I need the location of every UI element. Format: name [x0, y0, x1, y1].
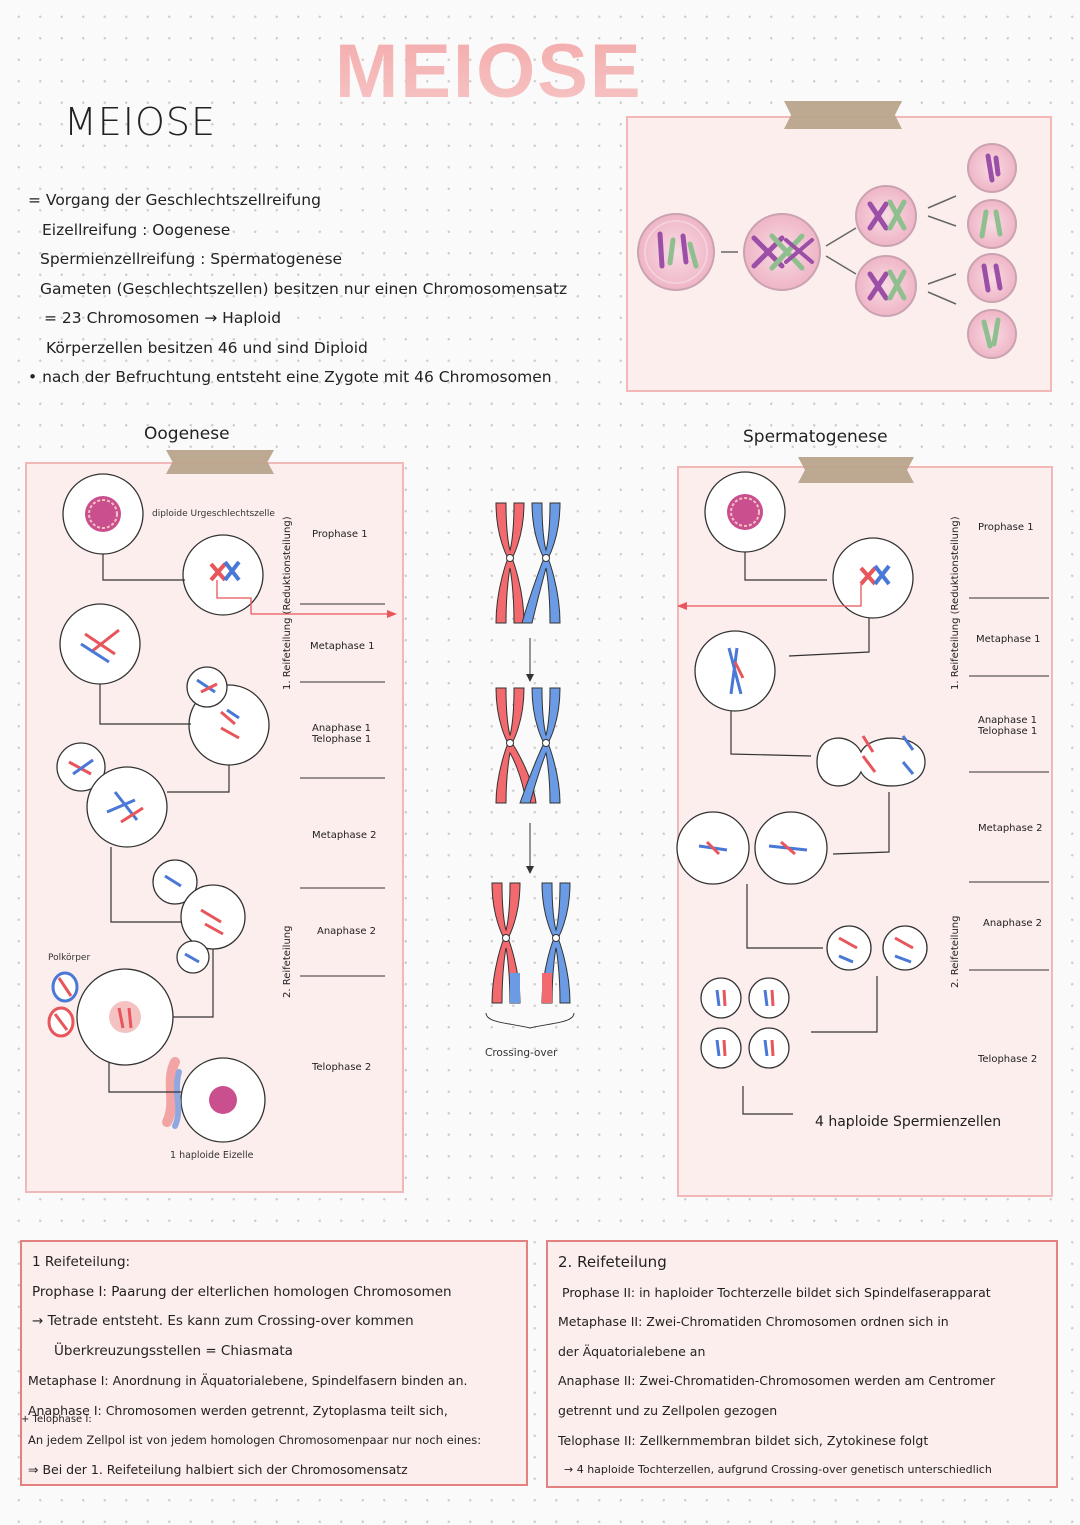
intro-line: Eizellreifung : Oogenese — [42, 220, 231, 239]
chromosome-pair-2 — [495, 687, 561, 804]
crossing-over-label: Crossing-over — [485, 1047, 558, 1059]
meiosis-overview-illustration — [637, 143, 1017, 359]
washi-tape — [784, 101, 902, 129]
polkoerper-label: Polkörper — [48, 953, 91, 963]
summary-line: ⇒ Bei der 1. Reifeteilung halbiert sich … — [28, 1462, 408, 1478]
division1-label: 1. Reifeteilung (Reduktionsteilung) — [950, 516, 961, 690]
summary-line: 2. Reifeteilung — [558, 1253, 667, 1271]
summary-line: Metaphase I: Anordnung in Äquatorialeben… — [28, 1373, 468, 1389]
tetrad-cell — [743, 213, 821, 291]
summary-reifeteilung-1: 1 Reifeteilung: Prophase I: Paarung der … — [20, 1240, 528, 1486]
stage-anaphase-1: Anaphase 1 — [978, 715, 1038, 726]
intro-line: = 23 Chromosomen → Haploid — [44, 309, 282, 327]
egg-result-label: 1 haploide Eizelle — [170, 1150, 254, 1161]
summary-line: 1 Reifeteilung: — [32, 1254, 131, 1270]
division2-label: 2. Reifeteilung — [282, 925, 293, 998]
intro-line: Spermienzellreifung : Spermatogenese — [40, 250, 343, 268]
stage-metaphase-2: Metaphase 2 — [978, 823, 1043, 834]
crossing-over-illustration — [485, 502, 575, 1029]
stage-anaphase-2: Anaphase 2 — [317, 926, 377, 937]
summary-line: Metaphase II: Zwei-Chromatiden Chromosom… — [558, 1314, 949, 1330]
summary-line: getrennt und zu Zellpolen gezogen — [558, 1402, 778, 1418]
stage-metaphase-2: Metaphase 2 — [312, 830, 377, 841]
washi-tape — [798, 457, 914, 483]
stage-metaphase-1: Metaphase 1 — [976, 634, 1041, 645]
division1-label: 1. Reifeteilung (Reduktionsteilung) — [282, 516, 293, 690]
spermatogenese-title: Spermatogenese — [743, 427, 888, 447]
summary-line: Telophase II: Zellkernmembran bildet sic… — [558, 1432, 929, 1448]
summary-line: An jedem Zellpol ist von jedem homologen… — [28, 1432, 482, 1447]
intro-line: = Vorgang der Geschlechtszellreifung — [28, 191, 321, 209]
summary-line: Anaphase I: Chromosomen werden getrennt,… — [28, 1402, 448, 1418]
stage-anaphase-2: Anaphase 2 — [983, 918, 1043, 929]
oogenese-diagram — [47, 473, 397, 1143]
summary-line: Überkreuzungsstellen = Chiasmata — [54, 1342, 293, 1359]
intro-line: Körperzellen besitzen 46 und sind Diploi… — [46, 338, 368, 357]
intro-notes: = Vorgang der Geschlechtszellreifung Eiz… — [28, 186, 567, 393]
summary-line: der Äquatorialebene an — [558, 1343, 706, 1359]
summary-line: Prophase II: in haploider Tochterzelle b… — [562, 1284, 991, 1300]
parent-cell — [637, 213, 715, 291]
polar-bodies — [47, 971, 79, 1038]
summary-line: Prophase I: Paarung der elterlichen homo… — [32, 1283, 452, 1300]
intro-line: • nach der Befruchtung entsteht eine Zyg… — [28, 368, 552, 386]
big-title: MEIOSE — [335, 29, 643, 114]
stage-telophase-2: Telophase 2 — [312, 1062, 372, 1073]
stage-telophase-1: Telophase 1 — [312, 734, 372, 745]
daughter-cell-bottom — [855, 255, 917, 317]
sperm-result-label: 4 haploide Spermienzellen — [815, 1114, 1002, 1130]
division2-label: 2. Reifeteilung — [950, 915, 961, 988]
intro-line: Gameten (Geschlechtszellen) besitzen nur… — [40, 279, 568, 298]
stage-telophase-2: Telophase 2 — [978, 1054, 1038, 1065]
stage-telophase-1: Telophase 1 — [978, 726, 1038, 737]
summary-line: → 4 haploide Tochterzellen, aufgrund Cro… — [564, 1463, 992, 1477]
daughter-cell-top — [855, 185, 917, 247]
stage-metaphase-1: Metaphase 1 — [310, 641, 375, 652]
stage-prophase-1: Prophase 1 — [978, 522, 1034, 533]
washi-tape — [166, 450, 274, 474]
stage-anaphase-1: Anaphase 1 — [312, 723, 372, 734]
gamete-cells — [967, 143, 1017, 359]
summary-line: → Tetrade entsteht. Es kann zum Crossing… — [32, 1313, 414, 1330]
oogenese-title: Oogenese — [144, 424, 230, 444]
summary-reifeteilung-2: 2. Reifeteilung Prophase II: in haploide… — [546, 1240, 1058, 1488]
chromosome-pair-1 — [495, 502, 561, 624]
telophase-note: + Telophase I: — [21, 1414, 92, 1425]
chromosome-pair-3 — [491, 882, 571, 1004]
page-title: MEIOSE — [64, 100, 217, 144]
summary-line: Anaphase II: Zwei-Chromatiden-Chromosome… — [558, 1373, 996, 1389]
stage-prophase-1: Prophase 1 — [312, 529, 368, 540]
spermatogenese-diagram — [676, 471, 1049, 1115]
cell-label: diploide Urgeschlechtszelle — [152, 509, 275, 519]
